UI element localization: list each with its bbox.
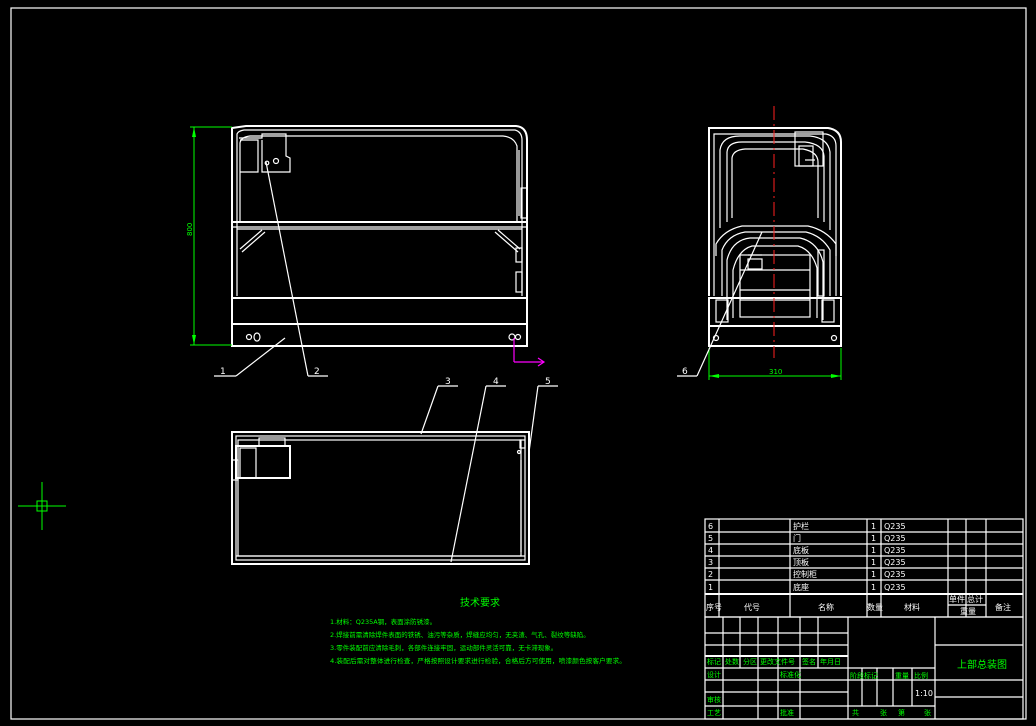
bom-header-name: 名称 <box>818 602 834 612</box>
bom-row-qty: 1 <box>871 583 876 592</box>
approve-label: 批准 <box>780 708 794 717</box>
title-block-grid <box>704 616 1024 720</box>
sheet-label: 张 <box>924 708 931 717</box>
bom-row-no: 2 <box>708 570 713 579</box>
bom-row-no: 6 <box>708 522 713 531</box>
bom-header-qty: 数量 <box>867 602 883 612</box>
bom-header: 序号 代号 名称 数量 材料 单件 总计 重量 备注 <box>706 594 1011 616</box>
role-label-review: 审核 <box>707 695 721 704</box>
sheet-label: 第 <box>898 708 905 717</box>
bom-row-material: Q235 <box>884 522 906 531</box>
bom-row-name: 控制柜 <box>793 569 817 579</box>
std-label: 标准化 <box>780 670 801 679</box>
scale-value: 1:10 <box>915 689 933 698</box>
front-view <box>190 125 528 347</box>
bom-row-material: Q235 <box>884 570 906 579</box>
bom-row-name: 护栏 <box>793 521 809 531</box>
top-view <box>231 431 530 565</box>
revision-label: 更改文件号 <box>760 657 795 666</box>
leader-lines <box>214 161 763 563</box>
bom-row-no: 1 <box>708 583 713 592</box>
weight-label: 重量 <box>895 672 909 680</box>
revision-label: 处数 <box>725 657 739 666</box>
bom-row-name: 门 <box>793 533 801 543</box>
drawing-title: 上部总装图 <box>957 658 1007 671</box>
bom-row-no: 5 <box>708 534 713 543</box>
stage-label: 阶段标记 <box>850 671 878 680</box>
part-label-3: 3 <box>445 377 451 387</box>
bom-row-material: Q235 <box>884 534 906 543</box>
bom-header-weight: 重量 <box>960 606 976 616</box>
part-label-2: 2 <box>314 367 320 377</box>
revision-label: 签名 <box>802 657 816 666</box>
sheet-label: 张 <box>880 708 887 717</box>
dimension-height: 800 <box>186 223 194 236</box>
crosshair-cursor-icon <box>18 482 66 530</box>
bom-rows: 6 护栏 1 Q235 5 门 1 Q235 4 底板 1 Q235 3 顶板 … <box>708 521 906 592</box>
scale-label: 比例 <box>914 671 928 680</box>
title-block-labels: 标记 处数 分区 更改文件号 签名 年月日 设计 审核 工艺 标准化 批准 阶段… <box>707 657 1007 717</box>
bom-header-no: 序号 <box>706 602 722 612</box>
bom-header-code: 代号 <box>744 602 760 612</box>
side-view <box>708 106 842 380</box>
tech-requirement-line-2: 2.焊接前需清除焊件表面的铁锈、油污等杂质，焊缝应均匀，无夹渣、气孔、裂纹等缺陷… <box>330 630 590 639</box>
bom-header-unit-weight: 单件 <box>949 594 965 604</box>
revision-label: 分区 <box>743 657 757 666</box>
bom-row-material: Q235 <box>884 546 906 555</box>
bom-row-no: 3 <box>708 558 713 567</box>
bom-row-material: Q235 <box>884 558 906 567</box>
part-label-1: 1 <box>220 367 226 377</box>
dimension-width: 310 <box>769 368 782 376</box>
bom-header-remark: 备注 <box>995 602 1011 612</box>
bom-row-qty: 1 <box>871 534 876 543</box>
part-label-4: 4 <box>493 377 499 387</box>
bom-row-no: 4 <box>708 546 713 555</box>
revision-label: 标记 <box>707 657 721 666</box>
bom-row-name: 顶板 <box>793 557 809 567</box>
tech-requirements-title: 技术要求 <box>460 596 500 609</box>
bom-header-total-weight: 总计 <box>967 594 983 604</box>
bom-row-name: 底板 <box>793 545 809 555</box>
bom-row-qty: 1 <box>871 558 876 567</box>
bom-row-qty: 1 <box>871 570 876 579</box>
sheet-label: 共 <box>852 708 859 717</box>
revision-label: 年月日 <box>820 657 841 666</box>
tech-requirement-line-1: 1.材料：Q235A钢，表面涂防锈漆。 <box>330 617 436 626</box>
tech-requirement-line-4: 4.装配后需对整体进行检查，严格按照设计要求进行检验，合格后方可使用，喷漆颜色按… <box>330 656 626 665</box>
bom-row-qty: 1 <box>871 546 876 555</box>
bom-row-material: Q235 <box>884 583 906 592</box>
tech-requirement-line-3: 3.零件装配前应清除毛刺，各部件连接牢固，运动部件灵活可靠，无卡滞现象。 <box>330 643 557 652</box>
role-label-design: 设计 <box>707 670 721 679</box>
bom-row-name: 底座 <box>793 582 809 592</box>
sheet-border <box>10 7 1027 720</box>
role-label-process: 工艺 <box>707 709 721 717</box>
part-label-5: 5 <box>545 377 551 387</box>
bom-table-grid <box>704 518 1024 618</box>
bom-row-qty: 1 <box>871 522 876 531</box>
part-label-6: 6 <box>682 367 688 377</box>
bom-header-material: 材料 <box>904 602 920 612</box>
ucs-icon <box>513 338 546 367</box>
